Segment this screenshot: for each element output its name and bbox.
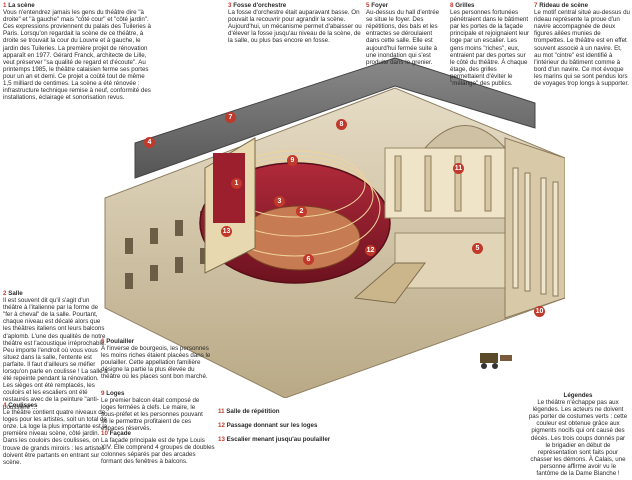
- marker-9: 9: [287, 155, 298, 166]
- section-1: 1 La scène Vous n'entendrez jamais les g…: [3, 2, 153, 101]
- marker-8: 8: [336, 119, 347, 130]
- section-3: 3 Fosse d'orchestre La fosse d'orchestre…: [228, 2, 363, 45]
- section-10-heading: 10 Façade: [101, 430, 131, 437]
- foyer-columns: [394, 155, 492, 212]
- section-3-heading: 3 Fosse d'orchestre: [228, 2, 287, 9]
- section-1-body: Vous n'entendrez jamais les gens du théâ…: [3, 9, 151, 102]
- section-2: 2 Salle Il est souvent dit qu'il s'agit …: [3, 290, 108, 411]
- marker-4: 4: [144, 137, 155, 148]
- section-5-heading: 5 Foyer: [366, 2, 389, 9]
- section-11-heading: 11 Salle de répétition: [218, 408, 280, 415]
- section-10-body: La façade principale est de type Louis X…: [101, 437, 215, 466]
- marker-2: 2: [296, 206, 307, 217]
- section-13-heading: 13 Escalier menant jusqu'au poulailler: [218, 436, 331, 443]
- section-7-body: Le motif central situé au-dessus du ride…: [534, 9, 630, 88]
- marker-12: 12: [365, 245, 376, 256]
- section-6-body: À l'inverse de bourgeois, les personnes …: [101, 345, 211, 381]
- marker-13: 13: [221, 226, 232, 237]
- section-9-heading: 9 Loges: [101, 390, 125, 397]
- section-7: 7 Rideau de scène Le motif central situé…: [534, 2, 630, 87]
- section-13: 13 Escalier menant jusqu'au poulailler: [218, 436, 358, 443]
- marker-1: 1: [231, 178, 242, 189]
- section-2-body: Il est souvent dit qu'il s'agit d'un thé…: [3, 297, 108, 411]
- section-6-heading: 6 Poulailler: [101, 338, 135, 345]
- marker-5: 5: [472, 243, 483, 254]
- facade-columns: [512, 167, 559, 297]
- marker-3: 3: [274, 196, 285, 207]
- section-5: 5 Foyer Au-dessus du hall d'entrée se si…: [366, 2, 446, 66]
- section-8-heading: 8 Grilles: [450, 2, 475, 9]
- marker-11: 11: [453, 163, 464, 174]
- section-11: 11 Salle de répétition: [218, 408, 358, 415]
- section-3-body: La fosse d'orchestre était auparavant ba…: [228, 9, 362, 45]
- section-4-heading: 4 Coulisses: [3, 402, 38, 409]
- section-6: 6 Poulailler À l'inverse de bourgeois, l…: [101, 338, 211, 381]
- theatre-roof: [134, 57, 536, 179]
- section-9: 9 Loges Le premier balcon était composé …: [101, 390, 211, 433]
- horse-carriage: [480, 353, 512, 369]
- legendes-heading: Légendes: [563, 392, 593, 399]
- section-8-body: Les personnes fortunées pénétraient dans…: [450, 9, 530, 88]
- section-2-heading: 2 Salle: [3, 290, 23, 297]
- section-4: 4 Coulisses Le théâtre contient quatre n…: [3, 402, 108, 466]
- grand-staircase: [353, 262, 426, 304]
- section-4-body: Le théâtre contient quatre niveaux de lo…: [3, 409, 108, 466]
- section-8: 8 Grilles Les personnes fortunées pénétr…: [450, 2, 530, 87]
- section-1-heading: 1 La scène: [3, 2, 35, 9]
- marker-10: 10: [534, 306, 545, 317]
- main-facade: [504, 137, 565, 319]
- legendes-body: Le théâtre n'échappe pas aux légendes. L…: [528, 399, 628, 478]
- marker-7: 7: [225, 112, 236, 123]
- stage-curtain: [213, 153, 245, 223]
- marker-6: 6: [303, 254, 314, 265]
- theatre-cutaway-illustration: [104, 57, 565, 398]
- rehearsal-room-dome: [423, 125, 507, 149]
- section-12: 12 Passage donnant sur les loges: [218, 422, 358, 429]
- section-10: 10 Façade La façade principale est de ty…: [101, 430, 216, 465]
- section-7-heading: 7 Rideau de scène: [534, 2, 589, 9]
- section-12-heading: 12 Passage donnant sur les loges: [218, 422, 318, 429]
- section-9-body: Le premier balcon était composé de loges…: [101, 397, 203, 433]
- section-5-body: Au-dessus du hall d'entrée se situe le f…: [366, 9, 440, 66]
- legendes-box: Légendes Le théâtre n'échappe pas aux lé…: [528, 392, 628, 477]
